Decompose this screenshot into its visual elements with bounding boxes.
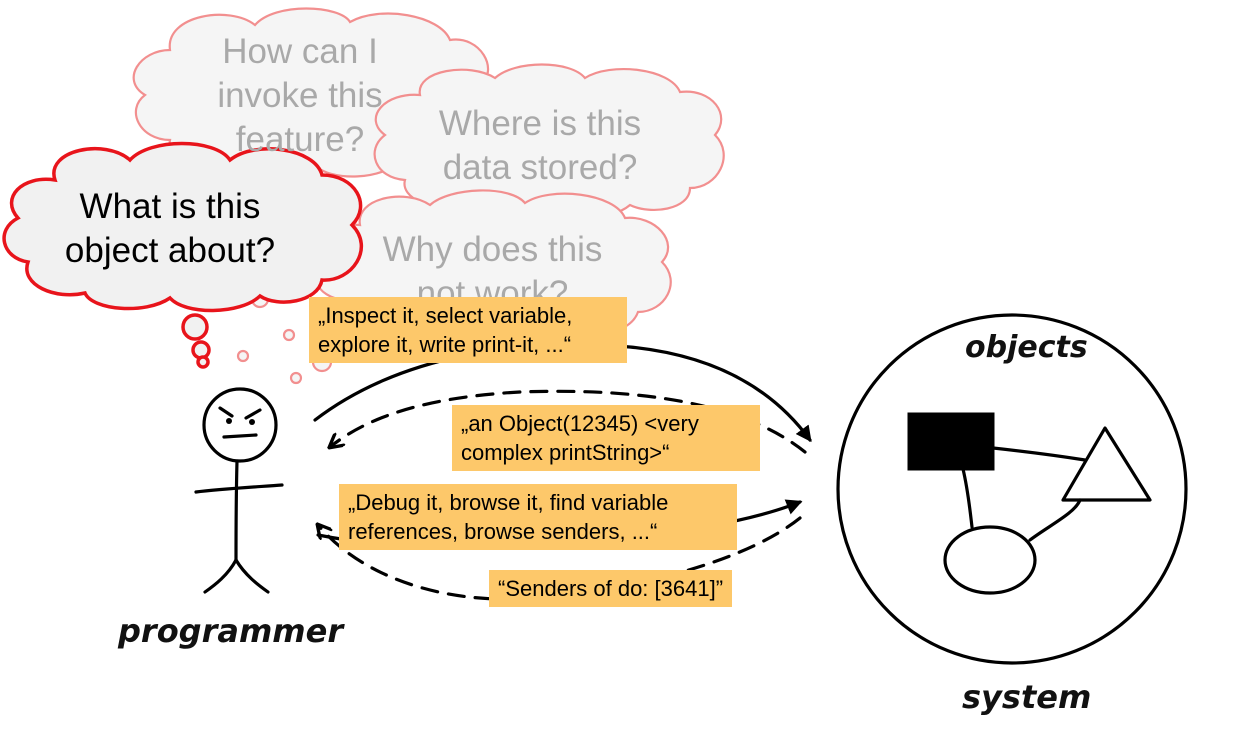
- programmer-label: programmer: [118, 612, 344, 650]
- objects-label: objects: [965, 330, 1088, 365]
- thought-dot-2: [282, 328, 296, 342]
- thought-cloud-stored: [373, 63, 725, 220]
- system-label: system: [962, 678, 1092, 716]
- system-diagram: [836, 313, 1188, 665]
- thought-dot-4: [289, 371, 303, 385]
- programmer-figure: [194, 387, 284, 594]
- thought-cloud-main: [2, 141, 364, 313]
- thought-dot-main-3: [196, 355, 210, 369]
- thought-main-text: What is this object about?: [64, 187, 276, 270]
- thought-dot-3: [236, 349, 250, 363]
- object-rectangle: [907, 412, 995, 471]
- thought-stored-text: Where is this data stored?: [438, 104, 642, 187]
- label-senders: “Senders of do: [3641]”: [489, 570, 733, 607]
- label-debug: „Debug it, browse it, find variable refe…: [339, 484, 737, 550]
- object-triangle: [1061, 426, 1152, 502]
- thought-invoke-text: How can I invoke this feature?: [217, 32, 383, 159]
- label-an-object: „an Object(12345) <very complex printStr…: [452, 405, 760, 471]
- label-inspect: „Inspect it, select variable, explore it…: [309, 297, 627, 363]
- thought-dot-main-1: [181, 313, 209, 341]
- object-ellipse: [943, 525, 1037, 595]
- thought-why-text: Why does this not work?: [382, 230, 603, 300]
- arrow-object-response: [330, 389, 807, 454]
